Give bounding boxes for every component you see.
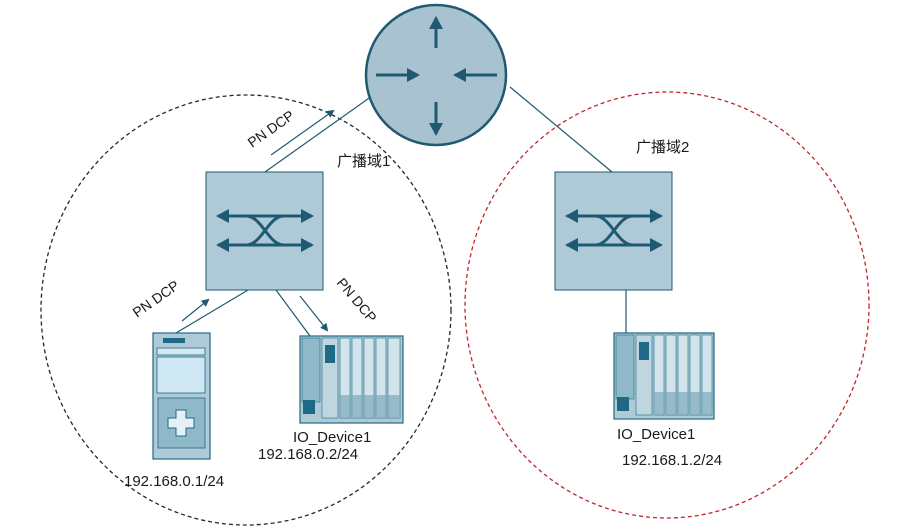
io-device-icon <box>613 332 715 420</box>
broadcast-domain-2-boundary <box>464 91 870 519</box>
router-icon <box>364 3 508 147</box>
plc-address: 192.168.0.1/24 <box>124 473 224 490</box>
io-device-1-address: 192.168.0.2/24 <box>258 446 358 463</box>
switch-icon <box>205 171 324 291</box>
switch-icon <box>554 171 673 291</box>
pn-dcp-label-2: PN DCP <box>130 277 183 320</box>
flow-arrow-3 <box>299 295 329 332</box>
io-device-1-name: IO_Device1 <box>293 429 371 446</box>
broadcast-domain-2-label: 广播域2 <box>636 139 689 156</box>
pn-dcp-label-3: PN DCP <box>334 275 380 326</box>
network-links <box>175 86 627 337</box>
pn-dcp-label-1: PN DCP <box>245 107 298 150</box>
pn-dcp-flow-arrows <box>181 109 335 332</box>
plc-cpu-icon <box>152 332 211 460</box>
broadcast-domain-1-boundary <box>40 94 452 526</box>
flow-arrow-1 <box>270 109 335 156</box>
io-device-icon <box>299 335 404 424</box>
flow-arrow-2 <box>181 298 210 322</box>
io-device-2-address: 192.168.1.2/24 <box>622 452 722 469</box>
io-device-2-name: IO_Device1 <box>617 426 695 443</box>
broadcast-domain-1-label: 广播域1 <box>337 153 390 170</box>
